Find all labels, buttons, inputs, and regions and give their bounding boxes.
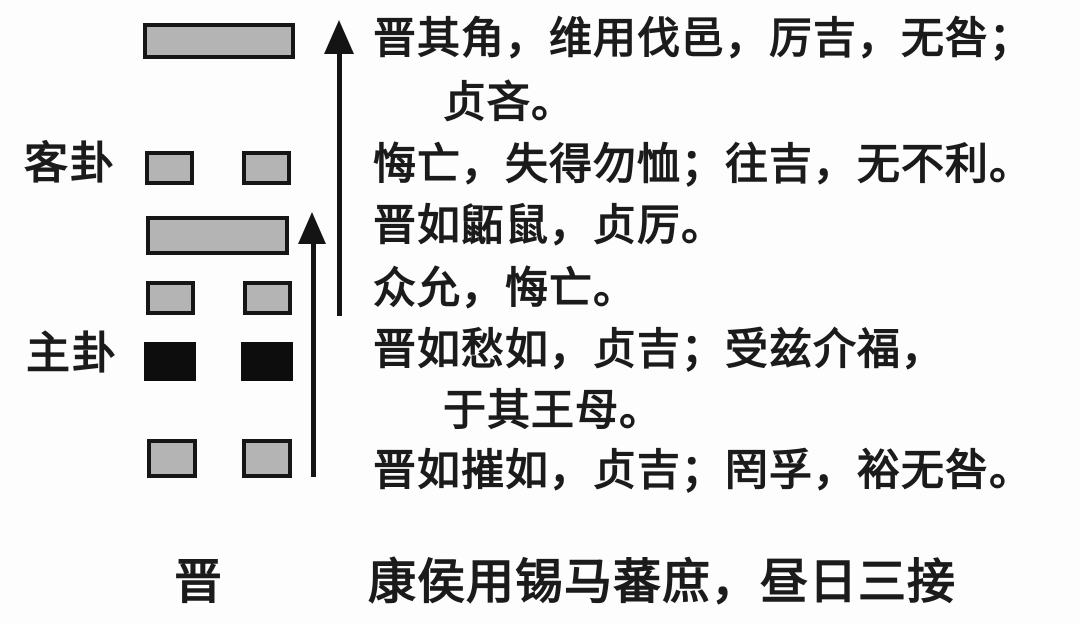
hexagram-line-2-yin-highlighted: [144, 342, 293, 381]
hexagram-line-3-yin: [146, 281, 292, 315]
long-up-arrow-line: [337, 48, 342, 316]
line-4-text: 晋如鼫鼠，贞厉。: [373, 201, 725, 251]
yin-segment-right: [243, 281, 292, 315]
hexagram-line-5-yin: [145, 151, 291, 185]
hexagram-name: 晋: [174, 554, 224, 610]
host-trigram-label: 主卦: [26, 328, 118, 379]
line-1-text: 晋如摧如，贞吉；罔孚，裕无咎。: [373, 446, 1033, 496]
hexagram-judgment-text: 康侯用锡马蕃庶，昼日三接: [368, 554, 957, 610]
yin-segment-left: [146, 281, 195, 315]
yin-segment-left: [145, 151, 194, 185]
guest-trigram-label: 客卦: [24, 138, 116, 189]
yin-segment-right: [242, 439, 292, 478]
short-up-arrow-line: [311, 238, 316, 477]
line-5-text: 悔亡，失得勿恤；往吉，无不利。: [373, 140, 1033, 190]
yin-segment-right: [242, 151, 291, 185]
yin-segment-left: [144, 342, 196, 381]
hexagram-line-4-yang: [146, 216, 289, 255]
line-2-text-continued: 于其王母。: [443, 386, 663, 436]
yin-segment-left: [147, 439, 197, 478]
line-2-text: 晋如愁如，贞吉；受兹介福，: [373, 325, 945, 375]
yin-segment-right: [241, 342, 293, 381]
hexagram-line-6-yang: [143, 23, 295, 59]
hexagram-line-1-yin: [147, 439, 292, 478]
line-6-text-continued: 贞吝。: [443, 78, 575, 128]
line-3-text: 众允，悔亡。: [373, 264, 637, 314]
line-6-text: 晋其角，维用伐邑，厉吉，无咎；: [373, 14, 1033, 64]
